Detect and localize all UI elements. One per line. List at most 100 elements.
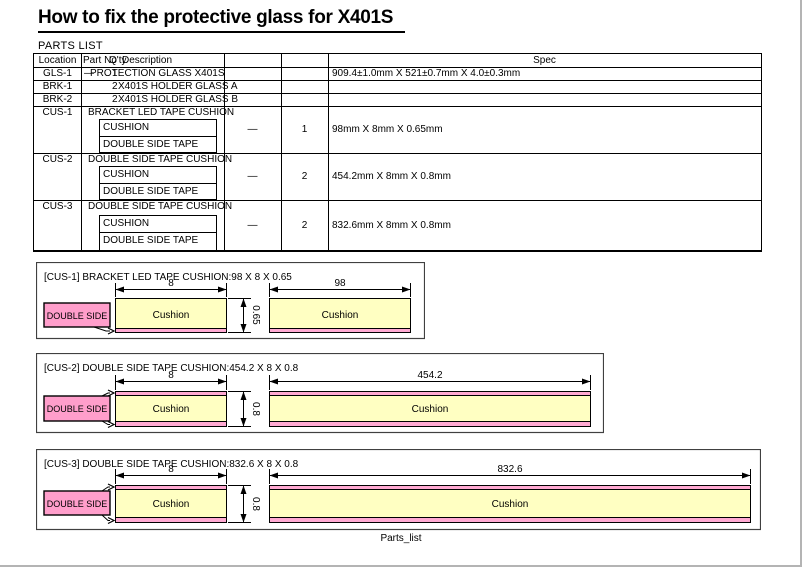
table-row-line xyxy=(34,200,761,201)
table-row-line xyxy=(34,93,761,94)
double-side-label: DOUBLE SIDE xyxy=(47,404,108,414)
table-column-line xyxy=(281,54,282,250)
table-column-line xyxy=(328,54,329,250)
arrowhead-up xyxy=(240,485,247,494)
arrowhead-down xyxy=(240,514,247,523)
tape-strip-top xyxy=(115,485,227,489)
tape-separator-line xyxy=(115,395,227,422)
cushion-rect-small xyxy=(115,489,227,518)
tape-strip-bottom xyxy=(115,518,227,523)
group-description: DOUBLE SIDE TAPE CUSHION xyxy=(88,201,233,212)
group-location: CUS-1 xyxy=(42,107,73,118)
arrowhead-down xyxy=(240,324,247,333)
dim-extension-lines xyxy=(228,298,251,333)
parts-list-label: PARTS LIST xyxy=(38,40,103,52)
double-side-label: DOUBLE SIDE xyxy=(47,499,108,509)
double-side-label-box xyxy=(43,302,111,328)
header-qty: Q'ty xyxy=(109,55,127,66)
cushion-rect-small xyxy=(115,395,227,422)
table-row-line xyxy=(34,106,761,107)
dim-width-small-label: 8 xyxy=(168,370,174,381)
group-spec: 454.2mm X 8mm X 0.8mm xyxy=(332,171,451,182)
diagram-border xyxy=(35,352,605,434)
diagram-cus3: [CUS-3] DOUBLE SIDE TAPE CUSHION:832.6 X… xyxy=(35,448,762,536)
group-location: CUS-2 xyxy=(42,154,73,165)
tape-strip-top xyxy=(269,485,751,489)
arrowhead-left xyxy=(269,378,278,385)
cushion-outline xyxy=(115,391,227,427)
component-label: CUSHION xyxy=(100,120,216,137)
arrowhead-right xyxy=(218,286,227,293)
tape-strip-top xyxy=(269,391,591,395)
group-part-no: — xyxy=(247,124,258,135)
cushion-outline xyxy=(269,391,591,427)
cushion-outline xyxy=(115,485,227,523)
group-description: DOUBLE SIDE TAPE CUSHION xyxy=(88,154,233,165)
group-qty: 1 xyxy=(301,124,308,135)
arrowhead-right xyxy=(742,472,751,479)
arrowhead-left xyxy=(115,286,124,293)
arrowhead-left xyxy=(115,472,124,479)
diagram-title: [CUS-2] DOUBLE SIDE TAPE CUSHION:454.2 X… xyxy=(44,363,299,374)
cushion-outline xyxy=(269,298,411,333)
row-description: X401S HOLDER GLASS A xyxy=(118,81,238,92)
component-label: CUSHION xyxy=(100,216,216,233)
arrowhead-down xyxy=(240,418,247,427)
cushion-label: Cushion xyxy=(322,310,359,321)
component-label: DOUBLE SIDE TAPE xyxy=(103,235,199,246)
diagram-border xyxy=(35,448,762,531)
row-location: BRK-1 xyxy=(42,81,73,92)
group-qty: 2 xyxy=(301,219,308,231)
row-qty: 2 xyxy=(112,81,118,92)
component-label: CUSHION xyxy=(100,167,216,184)
arrowhead-up xyxy=(240,298,247,307)
row-description: X401S HOLDER GLASS B xyxy=(118,94,239,105)
group-qty: 2 xyxy=(301,171,308,182)
cushion-outline xyxy=(115,298,227,333)
diagram-title: [CUS-1] BRACKET LED TAPE CUSHION:98 X 8 … xyxy=(44,272,292,283)
tape-separator-line xyxy=(269,489,751,518)
dim-thickness-label: 0.65 xyxy=(250,305,261,325)
diagram-cus1: [CUS-1] BRACKET LED TAPE CUSHION:98 X 8 … xyxy=(35,261,426,345)
arrowhead-right xyxy=(402,286,411,293)
component-label: DOUBLE SIDE TAPE xyxy=(103,186,199,197)
dim-extension-lines xyxy=(115,469,227,484)
tape-separator-line xyxy=(115,489,227,518)
tape-strip-bottom xyxy=(269,518,751,523)
group-part-no: — xyxy=(247,219,258,231)
dim-thickness-label: 0.8 xyxy=(250,402,261,416)
cushion-outline xyxy=(269,485,751,523)
diagram-border xyxy=(35,261,426,340)
dim-extension-lines xyxy=(115,375,227,390)
leader-arrowhead-bottom xyxy=(107,516,116,525)
leader-line-top xyxy=(101,486,110,492)
table-row-line xyxy=(34,80,761,81)
cushion-label: Cushion xyxy=(492,499,529,510)
dim-width-large-label: 832.6 xyxy=(497,464,522,475)
tape-strip-bottom xyxy=(269,422,591,427)
group-component-box: CUSHION DOUBLE SIDE TAPE xyxy=(99,215,217,250)
row-qty: 2 xyxy=(112,94,118,105)
diagram-cus2: [CUS-2] DOUBLE SIDE TAPE CUSHION:454.2 X… xyxy=(35,352,605,439)
component-label: DOUBLE SIDE TAPE xyxy=(103,139,199,150)
row-qty: 1 xyxy=(112,68,118,79)
row-description: PROTECTION GLASS X401S xyxy=(90,68,225,79)
row-spec: 909.4±1.0mm X 521±0.7mm X 4.0±0.3mm xyxy=(332,68,521,79)
row-location: BRK-2 xyxy=(42,94,73,105)
dim-extension-lines xyxy=(269,375,591,390)
table-column-line xyxy=(224,54,225,250)
dim-extension-lines xyxy=(228,391,251,427)
cushion-label: Cushion xyxy=(412,404,449,415)
table-row-line xyxy=(34,67,761,68)
group-part-no: — xyxy=(247,171,258,182)
arrowhead-left xyxy=(269,286,278,293)
dim-extension-lines xyxy=(228,485,251,523)
arrowhead-left xyxy=(115,378,124,385)
header-location: Location xyxy=(38,55,77,66)
group-component-box: CUSHION DOUBLE SIDE TAPE xyxy=(99,166,217,200)
dim-extension-lines xyxy=(269,469,751,484)
leader-arrowhead-top xyxy=(107,483,116,491)
leader-line-bottom xyxy=(101,420,110,425)
cushion-label: Cushion xyxy=(153,499,190,510)
